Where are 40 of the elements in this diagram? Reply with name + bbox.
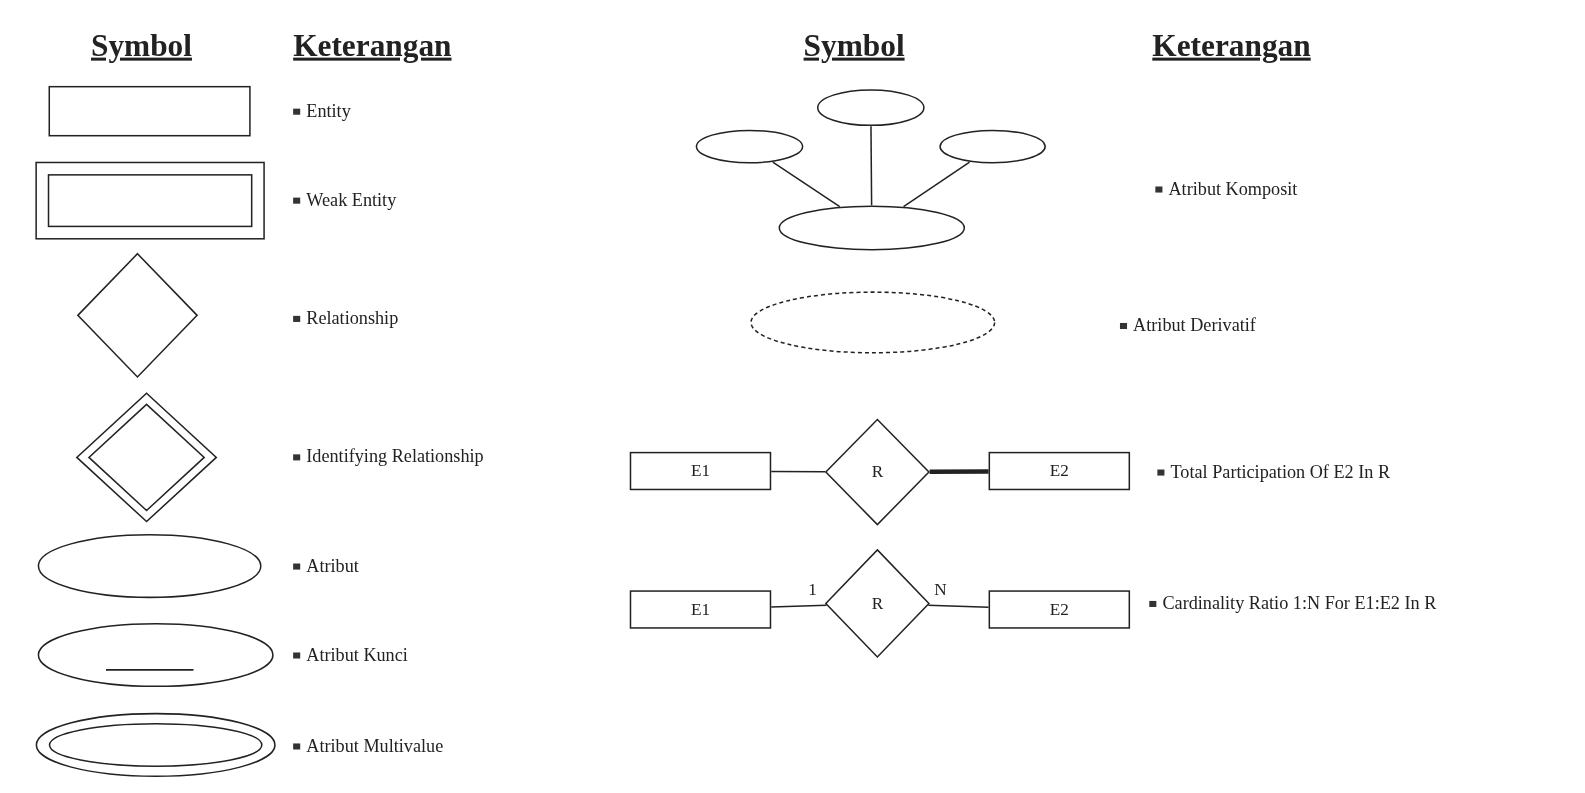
entity-box: E1 (629, 451, 772, 491)
symbol-description: Weak Entity (293, 189, 397, 211)
entity-symbol (48, 85, 251, 137)
connector-line (770, 604, 828, 608)
relationship-diamond: R (824, 418, 930, 526)
column-header: Symbol (90, 27, 192, 64)
relationship-symbol (76, 252, 199, 379)
attribute-ellipse (816, 88, 925, 127)
connector-line (927, 604, 990, 608)
symbol-description: Relationship (293, 307, 399, 329)
relationship-diamond: R (824, 548, 930, 659)
identifying-relationship-symbol (75, 392, 218, 523)
entity-box: E2 (988, 451, 1131, 491)
symbol-description: Atribut Derivatif (1119, 314, 1256, 337)
column-header: Keterangan (1152, 27, 1311, 64)
entity-box: E1 (629, 590, 772, 629)
entity-box: E2 (988, 590, 1131, 629)
symbol-description: Atribut Multivalue (293, 735, 444, 757)
derived-attribute-symbol (750, 291, 996, 354)
symbol-description: Atribut Kunci (293, 644, 408, 666)
double-line (929, 469, 989, 475)
connector-line (772, 161, 841, 208)
symbol-description: Entity (293, 100, 351, 122)
weak-entity-symbol (35, 161, 265, 240)
attribute-ellipse (695, 129, 804, 164)
symbol-description: Atribut Komposit (1155, 178, 1298, 200)
column-header: Symbol (803, 27, 905, 64)
multivalued-attribute-symbol (35, 712, 276, 778)
symbol-description: Identifying Relationship (293, 446, 484, 468)
symbol-description: Cardinality Ratio 1:N For E1:E2 In R (1149, 592, 1437, 615)
column-header: Keterangan (293, 27, 452, 64)
key-attribute-symbol (37, 622, 274, 688)
attribute-ellipse (778, 205, 966, 251)
symbol-description: Atribut (293, 555, 359, 577)
attribute-symbol (37, 533, 262, 599)
connector-line (902, 161, 971, 208)
connector-line (770, 470, 826, 473)
attribute-ellipse (939, 129, 1047, 164)
symbol-description: Total Participation Of E2 In R (1157, 461, 1391, 483)
connector-line (870, 125, 873, 206)
